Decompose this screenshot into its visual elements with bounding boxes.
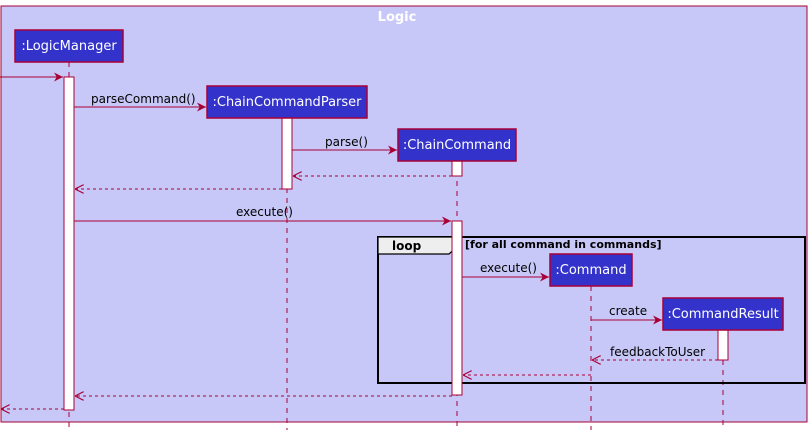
message-execute-chain-label: execute(): [236, 205, 293, 219]
activation-command-result: [717, 329, 729, 361]
participant-logic-manager: :LogicManager: [14, 29, 124, 63]
loop-guard: [for all command in commands]: [465, 238, 662, 251]
participant-chain-command-label: :ChainCommand: [403, 138, 511, 153]
participant-command-label: :Command: [555, 263, 626, 278]
participant-command: :Command: [549, 253, 633, 287]
participant-logic-manager-label: :LogicManager: [21, 39, 117, 54]
activation-chain-command-parse: [451, 160, 463, 177]
participant-command-result: :CommandResult: [662, 297, 784, 331]
loop-keyword: loop: [392, 239, 422, 253]
message-parse-label: parse(): [325, 135, 368, 149]
loop-fragment: loop [for all command in commands]: [377, 236, 806, 384]
logic-frame-title: Logic: [378, 10, 417, 25]
activation-chain-command-execute: [451, 220, 463, 396]
activation-chain-command-parser: [281, 117, 293, 190]
participant-chain-command: :ChainCommand: [397, 128, 517, 162]
participant-chain-command-parser-label: :ChainCommandParser: [212, 95, 362, 110]
logic-frame: [0, 5, 808, 423]
participant-chain-command-parser: :ChainCommandParser: [206, 85, 368, 119]
return-feedback-label: feedbackToUser: [610, 345, 705, 359]
participant-command-result-label: :CommandResult: [667, 307, 778, 322]
message-execute-command-label: execute(): [480, 261, 537, 275]
message-create-label: create: [609, 304, 647, 318]
message-parse-command-label: parseCommand(): [91, 92, 196, 106]
activation-logic-manager: [63, 76, 75, 411]
